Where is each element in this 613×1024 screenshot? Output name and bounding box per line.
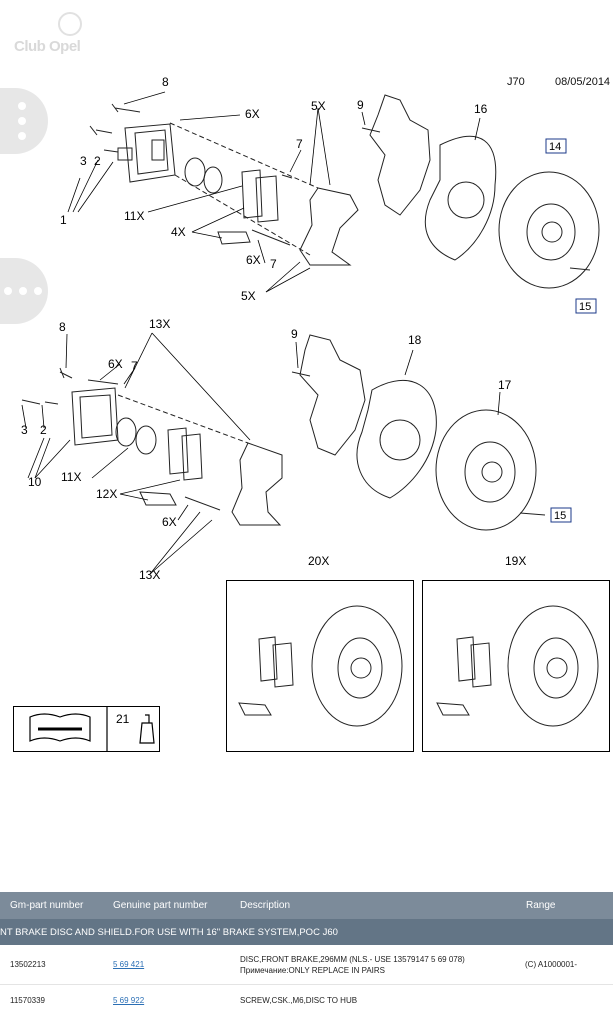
callout-13x: 13X [149, 317, 170, 331]
callout-16: 16 [474, 102, 488, 116]
range: (C) A1000001- [525, 960, 578, 969]
callout-9: 9 [357, 98, 364, 112]
callout-6x-bottom-b: 6X [162, 515, 177, 529]
callout-8: 8 [162, 75, 169, 89]
caliper-top [117, 123, 176, 183]
table-header: Gm-part number Genuine part number Descr… [0, 892, 613, 919]
callout-12x: 12X [96, 487, 117, 501]
callout-2: 2 [94, 154, 101, 168]
callout-18: 18 [408, 333, 422, 347]
kit-box-20x[interactable] [226, 580, 414, 752]
callout-15-bottom: 15 [554, 510, 566, 522]
callout-7-bottom: 7 [131, 359, 138, 373]
description: DISC,FRONT BRAKE,296MM (NLS.- USE 135791… [240, 955, 465, 964]
table-group-row[interactable]: NT BRAKE DISC AND SHIELD.FOR USE WITH 16… [0, 919, 613, 945]
gm-part-number: 13502213 [10, 960, 46, 969]
callout-3: 3 [80, 154, 87, 168]
callout-3-bottom: 3 [21, 423, 28, 437]
callout-17: 17 [498, 378, 512, 392]
callout-6x-b: 6X [246, 253, 261, 267]
col-range[interactable]: Range [526, 900, 556, 911]
brake-kit-illustration-icon [436, 605, 599, 727]
callout-11x-bottom: 11X [61, 470, 81, 484]
callout-5x-b: 5X [241, 289, 256, 303]
row-divider [0, 984, 613, 985]
brake-kit-illustration-icon [238, 605, 403, 727]
callout-13x-b: 13X [139, 568, 160, 580]
brake-exploded-diagram: 8 6X 5X 9 16 3 2 7 11X 1 4X 6X 7 5X 8 13… [21, 75, 600, 580]
callout-6x: 6X [245, 107, 260, 121]
kit-20x-label: 20X [308, 554, 330, 568]
diagram-date: 08/05/2014 [555, 76, 611, 88]
callout-8-bottom: 8 [59, 320, 66, 334]
opel-logo-icon [58, 12, 82, 36]
diagram-code: J70 [507, 76, 525, 88]
parts-table: Gm-part number Genuine part number Descr… [0, 892, 613, 945]
service-manual-icon [29, 713, 91, 742]
callout-21: 21 [116, 712, 130, 726]
callout-10: 10 [28, 475, 42, 489]
genuine-part-link[interactable]: 5 69 922 [113, 996, 145, 1005]
col-description[interactable]: Description [240, 900, 291, 911]
description: SCREW,CSK.,M6,DISC TO HUB [240, 996, 358, 1005]
callout-9-bottom: 9 [291, 327, 298, 341]
callout-14: 14 [549, 141, 561, 153]
callout-6x-bottom: 6X [108, 357, 123, 371]
gm-part-number: 11570339 [10, 996, 45, 1005]
callout-7: 7 [296, 137, 303, 151]
group-title: NT BRAKE DISC AND SHIELD.FOR USE WITH 16… [0, 927, 338, 938]
kit-box-19x[interactable] [422, 580, 610, 752]
callout-15: 15 [579, 301, 591, 313]
callout-4x: 4X [171, 225, 186, 239]
logo-text: Club Opel [14, 38, 81, 55]
callout-5x: 5X [311, 99, 326, 113]
callout-1: 1 [60, 213, 67, 227]
callout-11x: 11X [124, 209, 144, 223]
kit-19x-label: 19X [505, 554, 527, 568]
col-gm-part-number[interactable]: Gm-part number [10, 900, 84, 911]
col-genuine-part-number[interactable]: Genuine part number [113, 900, 208, 911]
callout-7-b: 7 [270, 257, 277, 271]
genuine-part-link[interactable]: 5 69 421 [113, 960, 145, 969]
description-note: Примечание:ONLY REPLACE IN PAIRS [240, 966, 386, 975]
grease-tube-icon [139, 722, 155, 744]
callout-2-bottom: 2 [40, 423, 47, 437]
legend-box: 21 [13, 706, 160, 752]
